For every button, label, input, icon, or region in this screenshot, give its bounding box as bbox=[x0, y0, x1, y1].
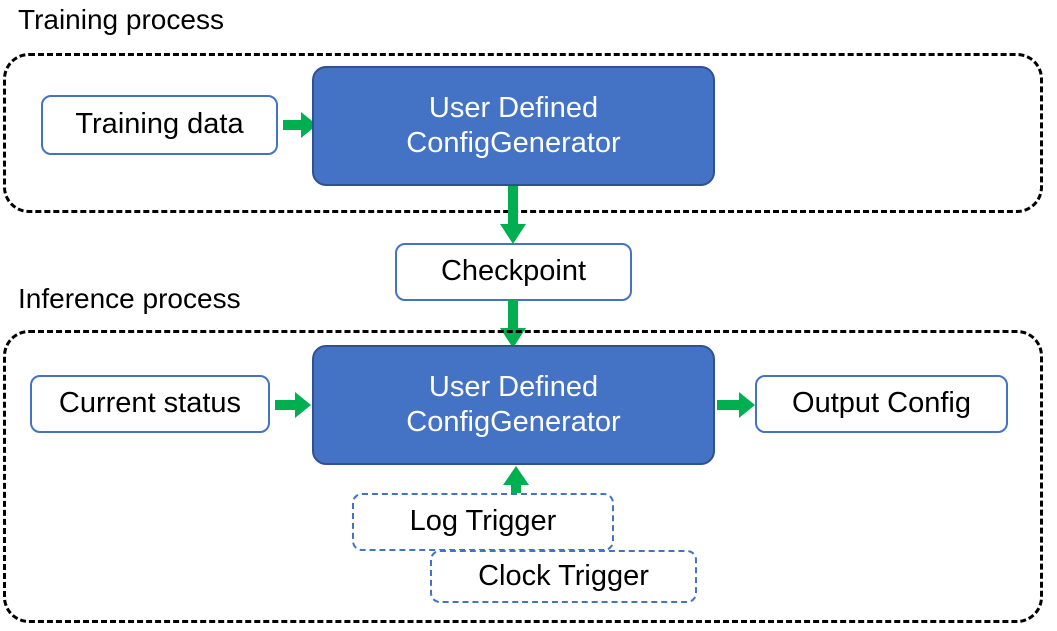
arrow-current-status-to-generator bbox=[275, 392, 311, 418]
arrow-checkpoint-to-inference-generator bbox=[500, 300, 526, 348]
arrow-triggers-to-generator bbox=[503, 466, 529, 502]
training-process-container bbox=[3, 53, 1043, 213]
arrow-training-data-to-generator bbox=[283, 112, 317, 138]
node-clock-trigger[interactable]: Clock Trigger bbox=[430, 550, 697, 603]
node-training-data[interactable]: Training data bbox=[41, 95, 278, 155]
node-inference-config-generator-line1: User Defined bbox=[428, 370, 599, 403]
node-train-config-generator-line2: ConfigGenerator bbox=[406, 127, 621, 159]
node-log-trigger-label: Log Trigger bbox=[409, 505, 557, 538]
node-inference-config-generator-line2: ConfigGenerator bbox=[406, 406, 621, 438]
node-output-config-label: Output Config bbox=[792, 387, 971, 420]
node-training-data-label: Training data bbox=[75, 108, 244, 141]
node-current-status[interactable]: Current status bbox=[30, 375, 270, 433]
node-log-trigger[interactable]: Log Trigger bbox=[352, 493, 614, 551]
section-label-training: Training process bbox=[18, 4, 224, 35]
node-inference-config-generator[interactable]: User Defined ConfigGenerator bbox=[312, 345, 715, 465]
node-clock-trigger-label: Clock Trigger bbox=[478, 559, 649, 592]
node-train-config-generator[interactable]: User Defined ConfigGenerator bbox=[312, 66, 715, 186]
node-checkpoint[interactable]: Checkpoint bbox=[395, 243, 632, 301]
section-label-inference: Inference process bbox=[18, 283, 241, 314]
arrow-generator-to-output-config bbox=[717, 392, 755, 418]
node-current-status-label: Current status bbox=[58, 387, 242, 420]
arrow-train-generator-to-checkpoint bbox=[500, 186, 526, 244]
node-output-config[interactable]: Output Config bbox=[755, 375, 1008, 433]
node-train-config-generator-line1: User Defined bbox=[428, 91, 599, 124]
inference-process-container bbox=[3, 330, 1043, 623]
node-checkpoint-label: Checkpoint bbox=[440, 255, 587, 288]
